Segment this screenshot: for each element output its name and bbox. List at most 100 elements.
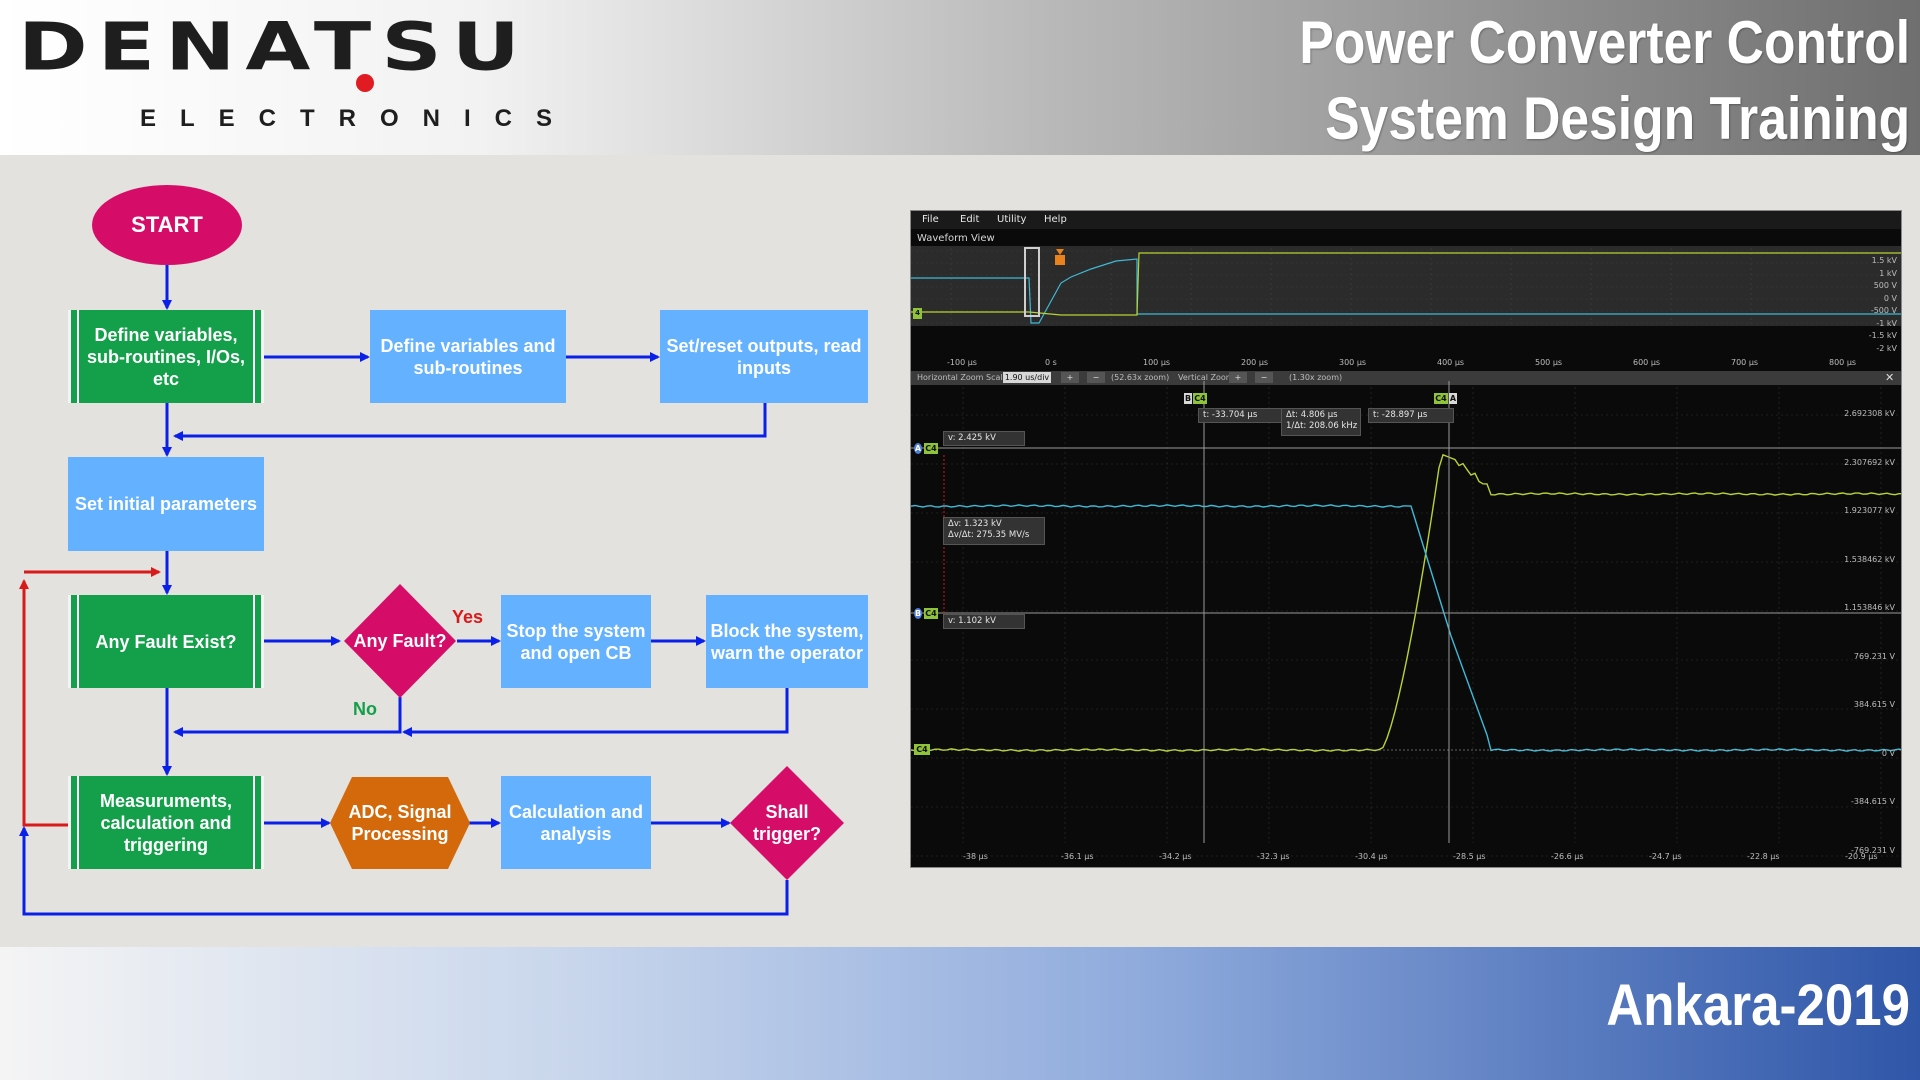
overview-x-tick: -100 µs — [947, 358, 977, 367]
arrow-red-loop-up — [19, 579, 68, 827]
define-variables-green-box: Define variables, sub-routines, I/Os, et… — [68, 310, 264, 403]
main-y-tick: 1.153846 kV — [1844, 603, 1895, 612]
footer-banner — [0, 947, 1920, 1080]
main-trace-cyan — [911, 504, 1901, 752]
readout-delta-t-box: Δt: 4.806 µs 1/Δt: 208.06 kHz — [1281, 408, 1361, 436]
ground-channel-tag: C4 — [914, 744, 930, 755]
marker-b-channel-tag: C4 — [924, 608, 938, 619]
osc-menubar: File Edit Utility Help — [911, 211, 1901, 229]
overview-x-tick: 400 µs — [1437, 358, 1465, 367]
shall-trigger-label: Shall trigger? — [752, 802, 821, 844]
adc-label: ADC, Signal Processing — [348, 802, 452, 844]
main-y-tick: 384.615 V — [1853, 700, 1895, 709]
cursor-b-channel-tag: C4 — [1193, 393, 1207, 404]
no-label: No — [353, 699, 377, 719]
yes-label: Yes — [452, 607, 484, 627]
overview-grid — [911, 248, 1901, 324]
define-variables-green-label: Define variables, sub-routines, I/Os, et… — [86, 324, 246, 389]
calc-analysis-label: Calculation and analysis — [508, 801, 643, 844]
stop-system-label: Stop the system and open CB — [506, 620, 646, 663]
readout-dv-dt: Δv/Δt: 275.35 MV/s — [948, 530, 1030, 540]
readout-inv-delta-t: 1/Δt: 208.06 kHz — [1286, 421, 1358, 431]
main-y-tick: -384.615 V — [1851, 797, 1895, 806]
main-x-tick: -26.6 µs — [1551, 852, 1584, 861]
marker-b-tag: B — [914, 608, 922, 619]
overview-y-tick: 1.5 kV — [1871, 256, 1897, 265]
block-system-box: Block the system, warn the operator — [706, 595, 868, 688]
overview-y-tick: -1 kV — [1876, 318, 1897, 328]
readout-time-b: t: -33.704 µs — [1198, 408, 1284, 423]
main-y-tick: 1.923077 kV — [1844, 506, 1895, 515]
menu-file[interactable]: File — [922, 214, 939, 225]
overview-trace-cyan — [911, 258, 1901, 324]
oscilloscope-window: File Edit Utility Help Waveform View Hor… — [910, 210, 1902, 868]
h-zoom-factor: (52.63x zoom) — [1111, 373, 1170, 382]
v-zoom-factor: (1.30x zoom) — [1289, 373, 1343, 382]
set-initial-label: Set initial parameters — [74, 494, 258, 514]
footer-location-year: Ankara-2019 — [1606, 973, 1910, 1038]
overview-zoom-window[interactable] — [1024, 247, 1040, 317]
overview-y-tick: 500 V — [1873, 281, 1897, 290]
overview-y-tick: 1 kV — [1879, 268, 1897, 278]
logo-text: DENATSU — [18, 8, 530, 85]
set-reset-label: Set/reset outputs, read inputs — [666, 335, 862, 378]
main-y-tick: 1.538462 kV — [1844, 554, 1895, 564]
arrow-block-return — [402, 688, 789, 737]
main-x-tick: -34.2 µs — [1159, 852, 1192, 861]
overview-trace-yellow — [911, 252, 1901, 316]
arrow-no-return — [173, 697, 402, 737]
marker-a-channel-tag: C4 — [924, 443, 938, 454]
main-y-tick: 769.231 V — [1853, 651, 1895, 661]
set-reset-box: Set/reset outputs, read inputs — [660, 310, 868, 403]
v-zoom-minus-button[interactable]: − — [1255, 372, 1273, 383]
main-x-tick: -32.3 µs — [1257, 852, 1290, 861]
readout-delta-v: Δv: 1.323 kV — [948, 519, 1002, 529]
main-x-tick: -38 µs — [963, 852, 988, 861]
overview-y-tick: -2 kV — [1876, 343, 1897, 353]
overview-x-tick: 200 µs — [1241, 358, 1269, 367]
readout-delta-v-box: Δv: 1.323 kV Δv/Δt: 275.35 MV/s — [943, 517, 1045, 545]
main-x-tick: -28.5 µs — [1453, 852, 1486, 861]
block-system-label: Block the system, warn the operator — [710, 620, 864, 663]
define-variables-blue-box: Define variables and sub-routines — [370, 310, 566, 403]
menu-help[interactable]: Help — [1044, 214, 1067, 225]
overview-x-tick: 300 µs — [1339, 358, 1367, 367]
arrow-trigger-loop — [19, 826, 789, 916]
menu-edit[interactable]: Edit — [960, 214, 980, 225]
readout-voltage-a: v: 2.425 kV — [943, 431, 1025, 446]
main-trace-yellow — [911, 453, 1901, 752]
readout-voltage-b: v: 1.102 kV — [943, 614, 1025, 629]
h-zoom-plus-button[interactable]: + — [1061, 372, 1079, 383]
logo-subtitle: ELECTRONICS — [140, 105, 577, 132]
header-banner: DENATSU ELECTRONICS Power Converter Cont… — [0, 0, 1920, 155]
close-zoom-icon[interactable]: ✕ — [1885, 371, 1895, 384]
main-y-tick: 2.307692 kV — [1844, 457, 1895, 467]
flowchart-connectors — [19, 265, 844, 916]
waveform-view-title: Waveform View — [917, 233, 995, 244]
any-fault-label: Any Fault? — [353, 631, 447, 651]
measurements-label: Measuruments, calculation and triggering — [99, 790, 233, 855]
overview-y-tick: 0 V — [1883, 293, 1897, 303]
trigger-marker-icon[interactable] — [1056, 249, 1064, 255]
h-zoom-scale-input[interactable]: 1.90 us/div — [1003, 372, 1051, 383]
h-zoom-minus-button[interactable]: − — [1087, 372, 1105, 383]
main-grid — [911, 387, 1901, 857]
start-node: START — [92, 185, 242, 265]
cursor-a-tag[interactable]: A — [1449, 393, 1457, 404]
overview-x-tick: 100 µs — [1143, 358, 1171, 367]
v-zoom-plus-button[interactable]: + — [1229, 372, 1247, 383]
cursor-b-tag[interactable]: B — [1184, 393, 1192, 404]
main-y-tick: -769.231 V — [1851, 845, 1895, 855]
overview-x-tick: 600 µs — [1633, 358, 1661, 367]
stop-system-box: Stop the system and open CB — [501, 595, 651, 688]
set-initial-box: Set initial parameters — [68, 457, 264, 551]
main-x-tick: -30.4 µs — [1355, 852, 1388, 861]
readout-time-a: t: -28.897 µs — [1368, 408, 1454, 423]
overview-panel — [911, 246, 1901, 326]
readout-delta-t: Δt: 4.806 µs — [1286, 410, 1338, 420]
any-fault-exist-label: Any Fault Exist? — [95, 631, 237, 652]
measurements-box: Measuruments, calculation and triggering — [68, 776, 264, 869]
main-x-tick: -36.1 µs — [1061, 852, 1094, 861]
any-fault-diamond — [344, 584, 456, 698]
menu-utility[interactable]: Utility — [997, 214, 1027, 225]
